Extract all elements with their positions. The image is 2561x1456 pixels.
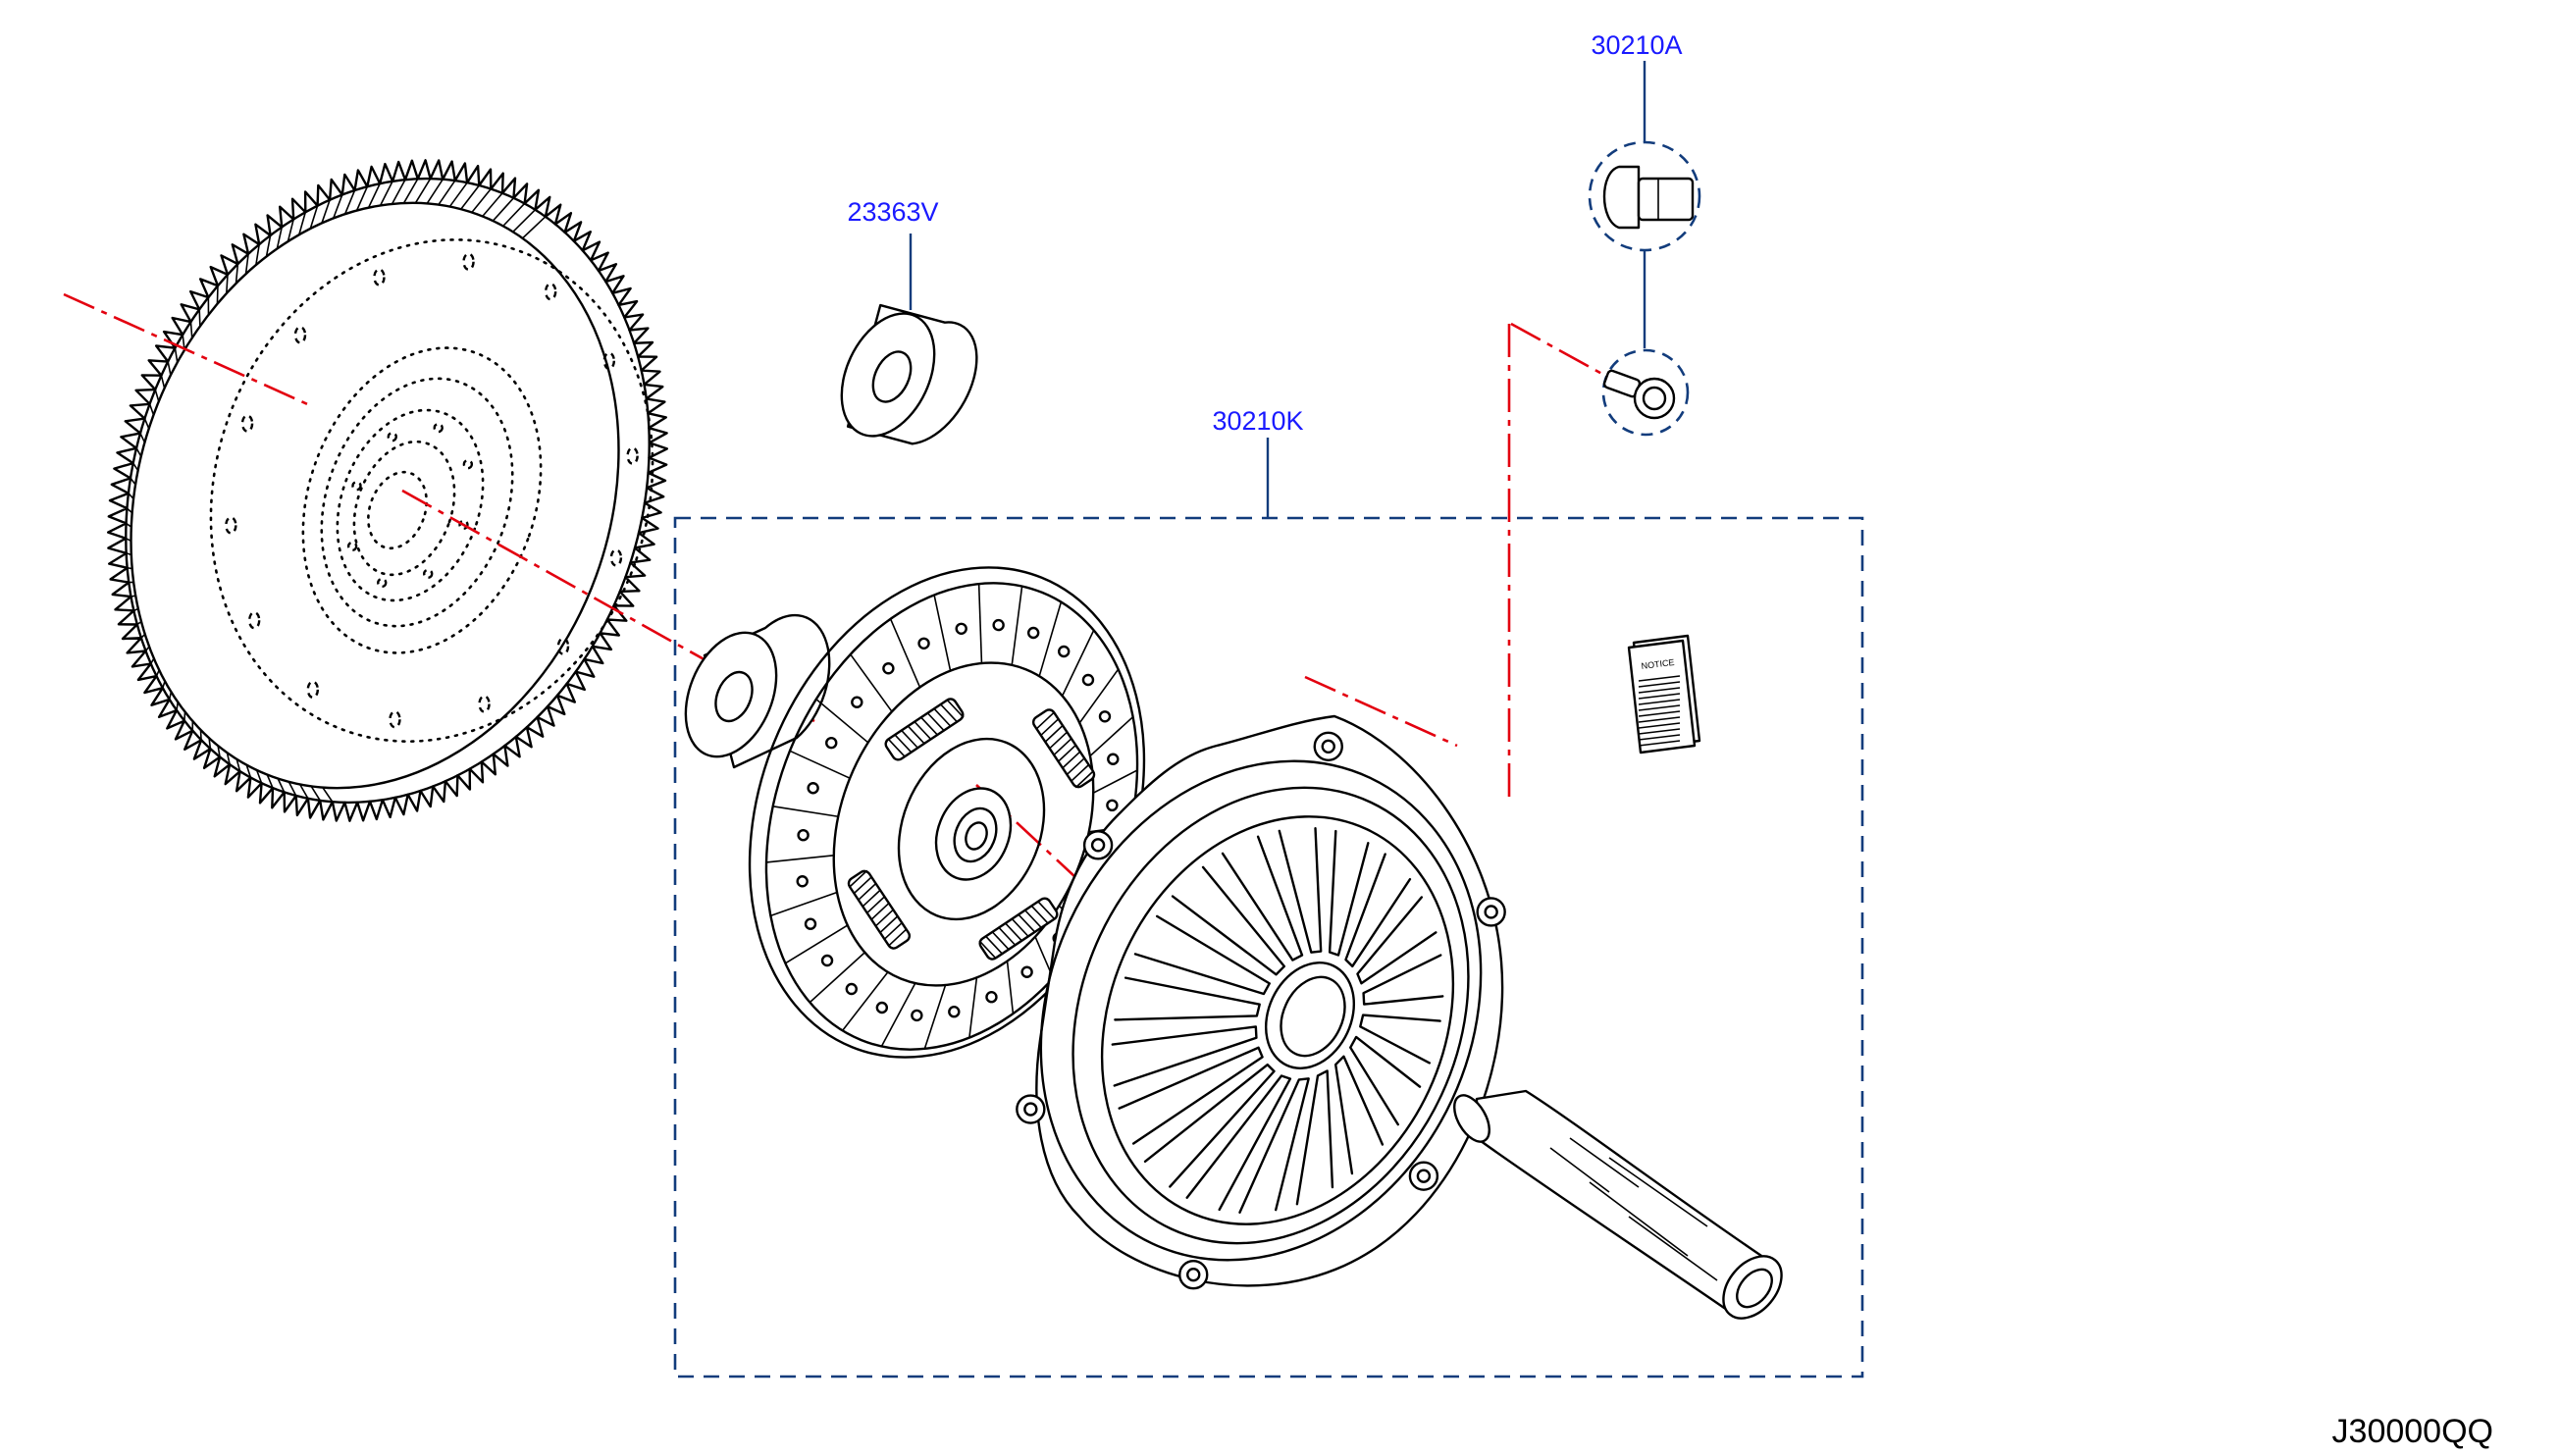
- bolt-detail-circle: [1601, 348, 1690, 437]
- cover-bolt[interactable]: [1602, 369, 1676, 420]
- clutch-disc-facing-rivets: [765, 584, 1138, 1050]
- notice-booklet-title: NOTICE: [1641, 657, 1675, 671]
- bolt-kit-part-number[interactable]: 30210A: [1591, 30, 1682, 60]
- notice-booklet-text-lines: [1638, 675, 1681, 747]
- instruction-notice-booklet[interactable]: NOTICE: [1627, 634, 1701, 754]
- diaphragm-spring-fingers: [1111, 827, 1444, 1214]
- flywheel-bolt-holes: [225, 252, 639, 729]
- clutch-cover-mounting-lugs: [1016, 731, 1506, 1290]
- flywheel[interactable]: [40, 104, 734, 876]
- clutch-alignment-tool[interactable]: [1447, 1089, 1794, 1329]
- clutch-kit-part-number[interactable]: 30210K: [1212, 406, 1303, 436]
- pilot-bearing[interactable]: [823, 298, 986, 454]
- dowel-pin[interactable]: [1602, 165, 1695, 230]
- clutch-cover-pressure-plate[interactable]: [961, 689, 1560, 1333]
- clutch-disc[interactable]: [679, 508, 1215, 1118]
- release-bearing[interactable]: [668, 613, 831, 770]
- diagram-reference-code: J30000QQ: [2332, 1413, 2493, 1450]
- clutch-disc-damper-springs: [847, 698, 1096, 961]
- bearing-part-number[interactable]: 23363V: [847, 197, 938, 227]
